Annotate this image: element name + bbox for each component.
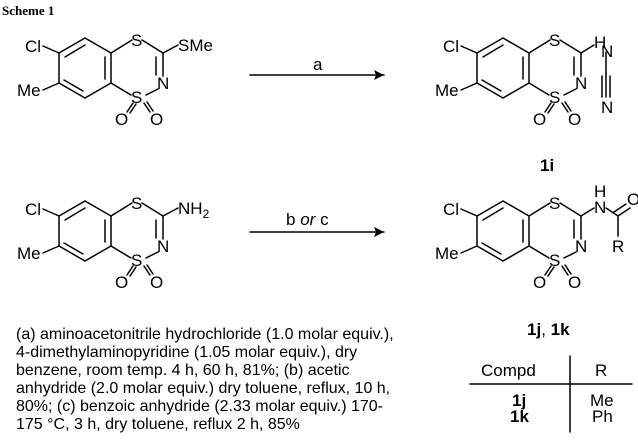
product-1j-1k-structure xyxy=(460,200,631,277)
reaction-conditions: (a) aminoacetonitrile hydrochloride (1.0… xyxy=(16,326,436,434)
conditions-line: benzene, room temp. 4 h, 60 h, 81%; (b) … xyxy=(16,362,350,379)
reagent-label-b-or-c: b or c xyxy=(286,210,329,229)
reactant-2-structure xyxy=(42,200,179,277)
product-1jk-me-label: Me xyxy=(435,244,459,263)
table-cell-compd-1k: 1k xyxy=(510,407,529,426)
reactant-1-me-label: Me xyxy=(17,81,41,100)
substituent-table xyxy=(469,355,633,433)
reactant-1-sme-label: SMe xyxy=(178,36,213,55)
reactant-2-nh2-label: NH2 xyxy=(178,199,210,221)
reactant-1-n-label: N xyxy=(157,74,169,93)
reactant-1-o-right-label: O xyxy=(150,110,163,129)
conditions-line: (a) aminoacetonitrile hydrochloride (1.0… xyxy=(16,326,394,343)
reactant-2-so2-s-label: S xyxy=(131,251,142,270)
reactant-2-o-right-label: O xyxy=(150,273,163,292)
reactant-2-n-label: N xyxy=(157,237,169,256)
product-1i-o-right-label: O xyxy=(568,110,581,129)
product-1jk-nh-label: N xyxy=(594,198,606,217)
product-1jk-ring-s-label: S xyxy=(549,194,560,213)
reactant-1-structure xyxy=(42,37,179,114)
product-1jk-h-label: H xyxy=(594,182,606,201)
product-1i-nitrile-n-label: N xyxy=(601,98,613,117)
table-cell-r-1j: Me xyxy=(590,391,614,410)
conditions-line: anhydride (2.0 molar equiv.) dry toluene… xyxy=(16,380,391,397)
reactant-2-me-label: Me xyxy=(17,244,41,263)
reaction-arrow-a xyxy=(249,70,385,80)
product-1jk-o-right-label: O xyxy=(568,273,581,292)
product-1jk-r-label: R xyxy=(612,237,624,256)
compound-label-1i: 1i xyxy=(540,156,554,175)
product-1i-ring-s-label: S xyxy=(549,31,560,50)
reagent-label-a: a xyxy=(313,55,323,74)
conditions-line: 175 °C, 3 h, dry toluene, reflux 2 h, 85… xyxy=(16,416,300,433)
product-1i-structure xyxy=(460,37,611,114)
product-1i-o-left-label: O xyxy=(533,110,546,129)
reactant-1-cl-label: Cl xyxy=(25,37,41,56)
product-1i-n-label: N xyxy=(575,74,587,93)
product-1jk-cl-label: Cl xyxy=(443,200,459,219)
table-header-r: R xyxy=(595,361,607,380)
conditions-line: 4-dimethylaminopyridine (1.05 molar equi… xyxy=(16,344,358,361)
product-1jk-so2-s-label: S xyxy=(549,251,560,270)
reactant-1-ring-s-label: S xyxy=(131,31,142,50)
table-cell-r-1k: Ph xyxy=(592,407,613,426)
product-1jk-o-left-label: O xyxy=(533,273,546,292)
reactant-2-ring-s-label: S xyxy=(131,194,142,213)
product-1i-so2-s-label: S xyxy=(549,88,560,107)
product-1i-me-label: Me xyxy=(435,81,459,100)
compound-label-1j-1k: 1j, 1k xyxy=(527,320,570,339)
product-1i-nh-label: N xyxy=(601,42,613,61)
reactant-1-o-left-label: O xyxy=(115,110,128,129)
product-1jk-carbonyl-o-label: O xyxy=(627,190,638,209)
product-1i-cl-label: Cl xyxy=(443,37,459,56)
reactant-2-cl-label: Cl xyxy=(25,200,41,219)
conditions-line: 80%; (c) benzoic anhydride (2.33 molar e… xyxy=(16,398,383,415)
product-1jk-n-label: N xyxy=(575,237,587,256)
reactant-2-o-left-label: O xyxy=(115,273,128,292)
scheme-title: Scheme 1 xyxy=(2,3,54,18)
reactant-1-so2-s-label: S xyxy=(131,88,142,107)
table-header-compd: Compd xyxy=(481,361,536,380)
product-1i-h-label: H xyxy=(594,33,606,52)
table-cell-compd-1j: 1j xyxy=(512,391,526,410)
reaction-arrow-b-or-c xyxy=(249,227,385,237)
